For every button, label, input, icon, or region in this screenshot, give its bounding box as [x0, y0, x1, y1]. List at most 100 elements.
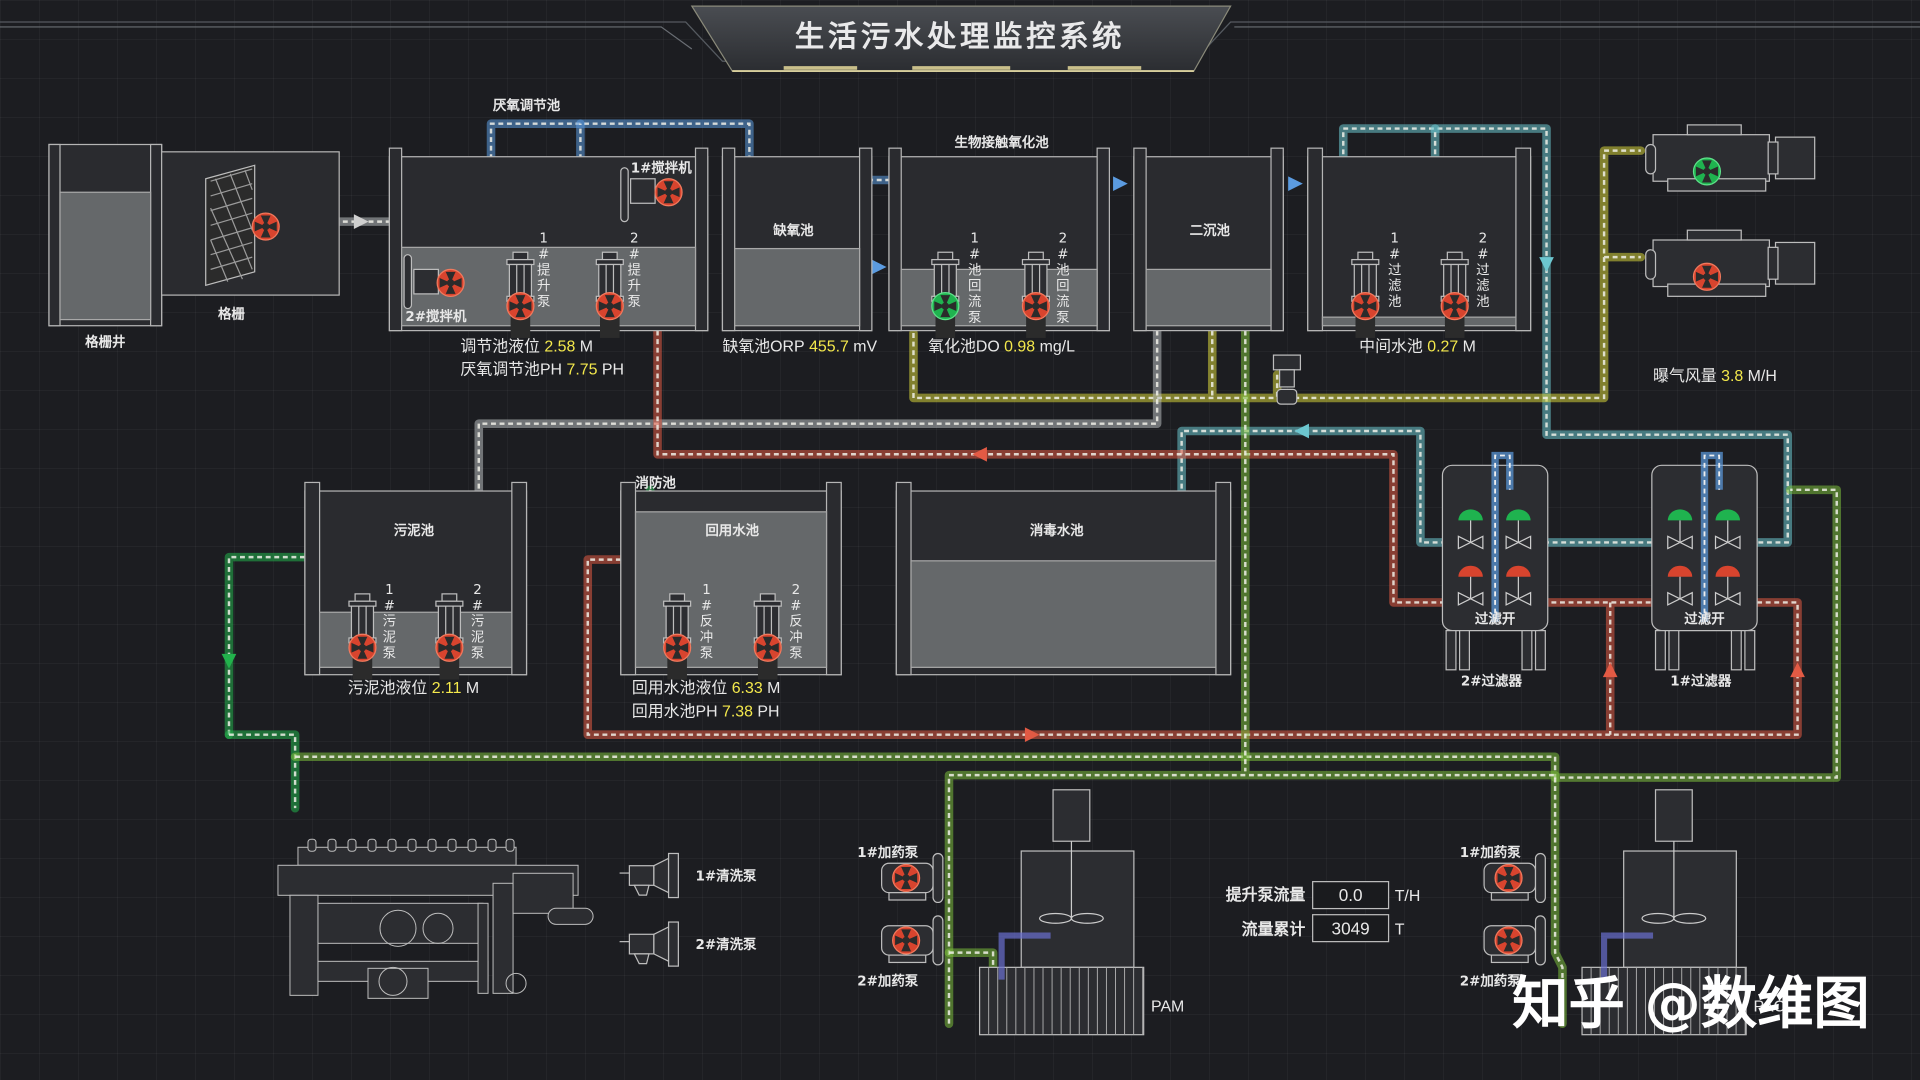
intermediate-tank: 1#过滤池 2#过滤池 中间水池 0.27 M: [1307, 147, 1532, 355]
anoxic-tank: 缺氧池 缺氧池ORP 455.7 mV: [721, 147, 878, 355]
bio-oxidation-title: 生物接触氧化池: [955, 134, 1050, 151]
flow-arrow-icon: [972, 446, 987, 462]
valve-actuator-icon[interactable]: [1667, 509, 1693, 521]
sludge-level-readout: 污泥池液位 2.11 M: [348, 679, 479, 697]
flow-total-field: [1312, 914, 1390, 943]
mixer-2-label: 2#搅拌机: [405, 308, 467, 325]
blower-2[interactable]: [1645, 229, 1816, 297]
wash-pump-2[interactable]: 2#清洗泵: [619, 921, 758, 967]
dosing-pump-label: 2#加药泵: [857, 973, 919, 990]
fire-pool-label: 消防池: [636, 474, 677, 491]
anoxic-orp-readout: 缺氧池ORP 455.7 mV: [722, 337, 877, 355]
reuse-level-readout: 回用水池液位 6.33 M: [632, 679, 781, 697]
flow-rate-field: [1312, 881, 1390, 910]
return-pump-2[interactable]: [1021, 251, 1050, 339]
grate-pump-icon[interactable]: [251, 212, 280, 241]
filter-pump-2-label: 2#过滤池: [1476, 231, 1490, 310]
reuse-tank: 消防池 回用水池 1#反冲泵 2#反冲泵 回用水池液位 6.33 M 回用水池P…: [620, 474, 842, 720]
settling-label: 二沉池: [1190, 222, 1231, 239]
flow-rate-unit: T/H: [1395, 888, 1421, 905]
valve-actuator-icon[interactable]: [1667, 565, 1693, 577]
sludge-pump-2[interactable]: [435, 593, 464, 681]
disinfection-tank: 消毒水池: [895, 481, 1232, 676]
pipe-green-bg: [224, 730, 300, 813]
dosing-right-pump-1[interactable]: 1#加药泵: [1460, 844, 1546, 904]
backwash-pump-1[interactable]: [663, 593, 692, 681]
grate-well-label: 格栅井: [85, 334, 125, 351]
return-pump-2-label: 2#池回流泵: [1056, 231, 1069, 326]
pipe-lime: [947, 313, 1564, 1024]
valve-actuator-icon[interactable]: [1715, 509, 1740, 521]
flow-arrow-icon: [353, 214, 369, 229]
flow-total-value: 3049: [1332, 918, 1370, 938]
sludge-label: 污泥池: [394, 522, 435, 539]
grate-well: 格栅井: [48, 143, 163, 351]
valve-actuator-icon[interactable]: [1715, 565, 1740, 577]
pipe-lime: [948, 951, 995, 1024]
filter-1[interactable]: 过滤开 1#过滤器: [1651, 451, 1758, 690]
flow-arrow-icon: [1024, 727, 1040, 743]
flow-total-unit: T: [1395, 921, 1405, 938]
backwash-pump-2[interactable]: [753, 593, 782, 681]
dosing-left-pump-2[interactable]: 2#加药泵: [857, 915, 944, 990]
secondary-settling-tank: 二沉池: [1133, 147, 1284, 332]
flow-arrow-icon: [1294, 423, 1309, 439]
dosing-pump-label: 2#加药泵: [1460, 973, 1522, 990]
filter-label: 1#过滤器: [1670, 673, 1732, 690]
mixer-1-label: 1#搅拌机: [631, 160, 693, 177]
valve-actuator-icon[interactable]: [1506, 565, 1531, 577]
do-readout: 氧化池DO 0.98 mg/L: [928, 337, 1075, 355]
mixer-2[interactable]: [403, 254, 465, 310]
anaerobic-tank-title: 厌氧调节池: [493, 97, 561, 114]
lift-pump-2[interactable]: [595, 251, 624, 339]
dosing-right-pump-2[interactable]: 2#加药泵: [1460, 915, 1546, 990]
valve-actuator-icon[interactable]: [1506, 509, 1531, 521]
flow-arrow-icon: [1539, 257, 1554, 272]
blower-1[interactable]: [1645, 124, 1816, 192]
flow-rate-label: 提升泵流量: [1226, 885, 1306, 904]
filter-status: 过滤开: [1684, 610, 1725, 627]
valve-actuator-icon[interactable]: [1458, 565, 1483, 577]
flow-arrow-icon: [1113, 176, 1128, 192]
flow-arrow-icon: [221, 653, 237, 669]
wash-pump-1[interactable]: 1#清洗泵: [619, 852, 758, 899]
anoxic-label: 缺氧池: [773, 222, 814, 239]
flow-arrow-icon: [871, 259, 887, 275]
lift-pump-1-label: 1#提升泵: [537, 231, 551, 310]
sludge-pump-1[interactable]: [348, 593, 377, 681]
backwash-pump-1-label: 1#反冲泵: [700, 583, 713, 662]
filter-pump-1[interactable]: [1351, 251, 1380, 339]
return-pump-1[interactable]: [931, 251, 960, 339]
flow-total-label: 流量累计: [1242, 919, 1306, 938]
airflow-readout: 曝气风量 3.8 M/H: [1653, 367, 1777, 385]
mixer-1[interactable]: [620, 167, 683, 223]
dosing-pump-label: 1#加药泵: [1460, 844, 1522, 861]
lift-pump-1[interactable]: [506, 251, 535, 339]
reuse-label: 回用水池: [705, 522, 759, 539]
watermark: 知乎 @数维图: [1512, 971, 1869, 1036]
valve-actuator-icon[interactable]: [1458, 509, 1483, 521]
grate-label: 格栅: [218, 305, 245, 322]
return-pump-1-label: 1#池回流泵: [968, 231, 981, 326]
pipe-gray: [477, 313, 1159, 539]
lift-pump-2-label: 2#提升泵: [628, 231, 642, 310]
wash-pump-label: 1#清洗泵: [696, 867, 758, 884]
dosing-pump-label: 1#加药泵: [857, 844, 919, 861]
flow-arrow-icon: [1790, 662, 1805, 678]
dosing-left-pump-1[interactable]: 1#加药泵: [857, 844, 944, 904]
dosing-tank-right: PAC: [1581, 789, 1785, 1036]
filter-status: 过滤开: [1475, 610, 1516, 627]
anaerobic-tank: 厌氧调节池 2#搅拌机 1#搅拌机 1#提升泵 2#提升泵 调节池液位 2.58…: [388, 97, 709, 379]
filter-pump-2[interactable]: [1440, 251, 1469, 339]
flow-arrow-icon: [1602, 662, 1618, 678]
pipe-lime: [295, 488, 1838, 779]
page-title: 生活污水处理监控系统: [795, 20, 1126, 54]
backwash-pump-2-label: 2#反冲泵: [789, 583, 802, 662]
disinfection-label: 消毒水池: [1030, 522, 1084, 539]
wash-pump-label: 2#清洗泵: [696, 936, 758, 953]
dosing-tank-label: PAC: [1753, 998, 1785, 1015]
